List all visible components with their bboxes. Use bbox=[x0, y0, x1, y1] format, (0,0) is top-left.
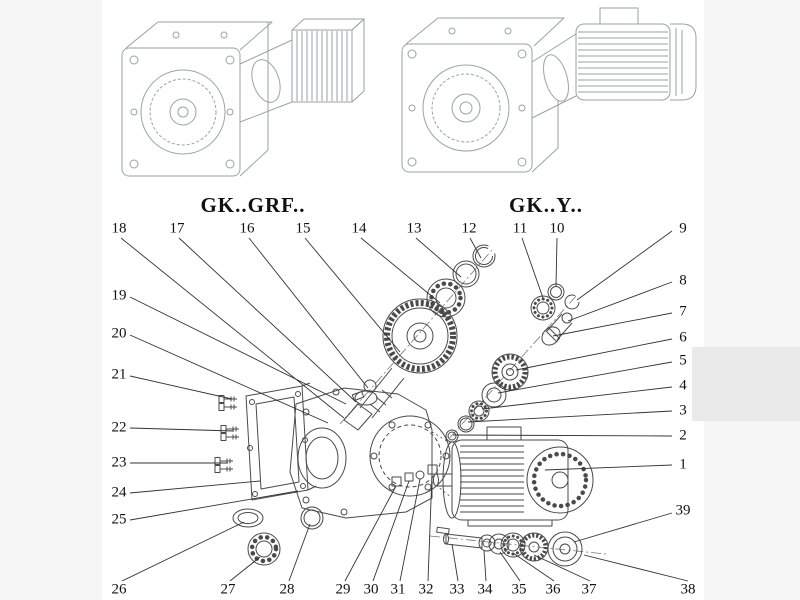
leader-line-27 bbox=[229, 556, 261, 582]
gearbox-y-drawing bbox=[401, 7, 697, 173]
housing-drawing bbox=[289, 387, 453, 519]
cover-plate-drawing bbox=[214, 382, 317, 501]
motor-drawing bbox=[433, 426, 594, 527]
callout-32: 32 bbox=[418, 581, 434, 598]
callout-37: 37 bbox=[581, 581, 597, 598]
callout-39: 39 bbox=[675, 502, 691, 519]
bolt-drawing bbox=[214, 395, 239, 473]
callout-38: 38 bbox=[680, 581, 696, 598]
leader-line-33 bbox=[451, 543, 459, 582]
callout-5: 5 bbox=[679, 352, 687, 369]
leader-line-7 bbox=[552, 312, 673, 337]
leader-line-2 bbox=[452, 434, 673, 437]
callout-14: 14 bbox=[351, 220, 367, 237]
callout-26: 26 bbox=[111, 581, 127, 598]
leader-line-18 bbox=[120, 237, 345, 419]
input-shaft-drawing bbox=[343, 367, 405, 431]
variant-label-y: GK..Y.. bbox=[509, 193, 583, 217]
gear-stack-drawing bbox=[382, 244, 496, 374]
small-fasteners-drawing bbox=[391, 464, 438, 487]
leader-line-32 bbox=[427, 473, 433, 582]
callout-21: 21 bbox=[111, 366, 127, 383]
leader-line-15 bbox=[304, 237, 401, 353]
leader-line-14 bbox=[360, 237, 441, 304]
leader-line-3 bbox=[467, 410, 673, 423]
callout-25: 25 bbox=[111, 511, 127, 528]
leader-line-12 bbox=[469, 237, 482, 259]
pinion-parts-drawing bbox=[445, 283, 580, 443]
right-margin-band bbox=[704, 0, 800, 600]
leader-line-38 bbox=[583, 554, 689, 582]
leader-line-26 bbox=[121, 521, 245, 582]
callout-7: 7 bbox=[679, 303, 687, 320]
callout-19: 19 bbox=[111, 287, 127, 304]
leader-line-5 bbox=[497, 361, 673, 394]
callout-17: 17 bbox=[169, 220, 185, 237]
callout-33: 33 bbox=[449, 581, 465, 598]
leader-line-9 bbox=[576, 230, 673, 301]
leader-line-30 bbox=[372, 480, 410, 582]
leader-line-19 bbox=[129, 296, 347, 405]
callout-24: 24 bbox=[111, 484, 127, 501]
callout-22: 22 bbox=[111, 419, 127, 436]
leader-line-35 bbox=[499, 551, 521, 582]
callout-28: 28 bbox=[279, 581, 295, 598]
callout-6: 6 bbox=[679, 329, 687, 346]
callout-2: 2 bbox=[679, 427, 687, 444]
callout-34: 34 bbox=[477, 581, 493, 598]
exploded-view-drawing bbox=[214, 244, 607, 567]
callout-27: 27 bbox=[220, 581, 236, 598]
leader-line-11 bbox=[521, 237, 544, 299]
callout-13: 13 bbox=[406, 220, 422, 237]
callout-31: 31 bbox=[390, 581, 406, 598]
callout-18: 18 bbox=[111, 220, 127, 237]
callout-3: 3 bbox=[679, 402, 687, 419]
callout-11: 11 bbox=[512, 220, 528, 237]
callout-10: 10 bbox=[549, 220, 565, 237]
leader-line-16 bbox=[248, 237, 369, 389]
leader-line-1 bbox=[544, 464, 673, 471]
callout-20: 20 bbox=[111, 325, 127, 342]
leader-line-31 bbox=[399, 478, 421, 582]
callout-15: 15 bbox=[295, 220, 311, 237]
leader-line-24 bbox=[129, 480, 261, 494]
leader-line-39 bbox=[573, 512, 673, 543]
leader-line-21 bbox=[129, 375, 233, 400]
leader-line-13 bbox=[415, 237, 462, 278]
callout-23: 23 bbox=[111, 454, 127, 471]
leader-line-6 bbox=[515, 338, 673, 371]
left-margin-band bbox=[0, 0, 102, 600]
callout-8: 8 bbox=[679, 272, 687, 289]
leader-line-37 bbox=[533, 554, 591, 582]
leader-line-34 bbox=[483, 550, 487, 582]
gearbox-grf-drawing bbox=[121, 18, 365, 177]
callout-16: 16 bbox=[239, 220, 255, 237]
callout-9: 9 bbox=[679, 220, 687, 237]
leader-lines bbox=[120, 230, 689, 582]
variant-label-grf: GK..GRF.. bbox=[200, 193, 306, 217]
leader-line-29 bbox=[344, 485, 397, 582]
callout-12: 12 bbox=[461, 220, 477, 237]
leader-line-10 bbox=[555, 237, 558, 287]
callout-29: 29 bbox=[335, 581, 351, 598]
callout-1: 1 bbox=[679, 456, 687, 473]
leader-line-17 bbox=[178, 237, 357, 403]
leader-line-25 bbox=[129, 490, 299, 521]
shim-bearing-drawing bbox=[232, 506, 324, 566]
callout-30: 30 bbox=[363, 581, 379, 598]
leader-line-28 bbox=[288, 523, 311, 582]
callout-4: 4 bbox=[679, 377, 687, 394]
leader-line-8 bbox=[567, 281, 673, 322]
leader-line-4 bbox=[481, 386, 673, 410]
leader-line-20 bbox=[129, 334, 329, 424]
leader-line-36 bbox=[512, 552, 555, 582]
output-shaft-drawing bbox=[436, 526, 583, 567]
leader-line-22 bbox=[129, 427, 235, 432]
watermark-block bbox=[692, 347, 800, 421]
callout-36: 36 bbox=[545, 581, 561, 598]
callout-35: 35 bbox=[511, 581, 527, 598]
